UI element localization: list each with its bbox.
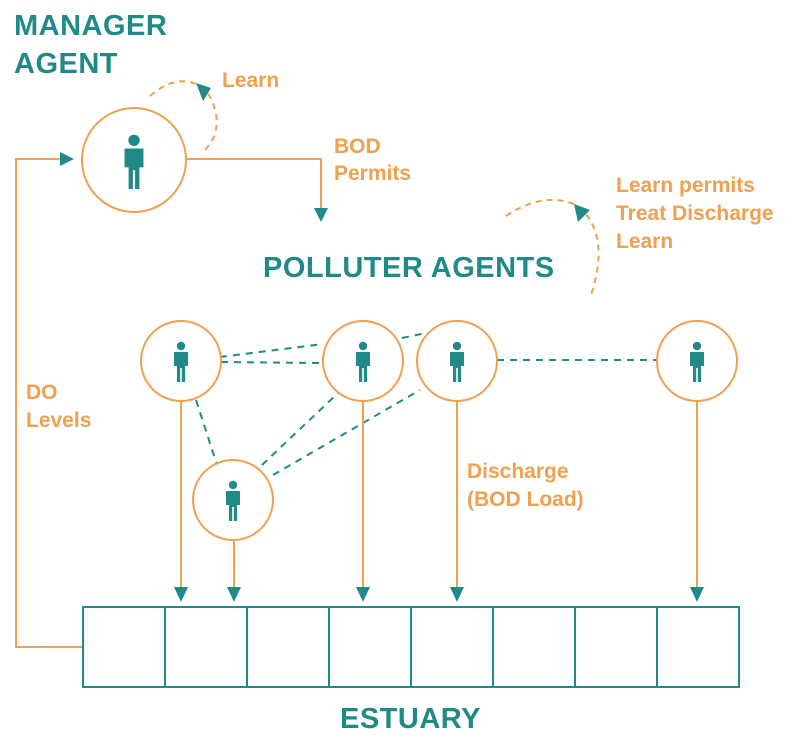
estuary-cell (656, 606, 740, 688)
estuary-cell (82, 606, 166, 688)
do-levels-line2: Levels (26, 409, 92, 432)
polluter-learn-permits-label: Learn permits (616, 174, 755, 197)
estuary-cell (410, 606, 494, 688)
polluter-4-person-icon (690, 341, 704, 382)
polluter-network-links (195, 332, 656, 476)
manager-title-line2: AGENT (14, 48, 118, 80)
manager-person-icon (124, 134, 144, 189)
polluter-learn-label: Learn (616, 230, 674, 253)
discharge-label-line1: Discharge (467, 460, 569, 483)
polluter-learn-arrowhead (574, 204, 590, 222)
polluter-1-person-icon (174, 341, 188, 382)
polluter-agents-title: POLLUTER AGENTS (263, 252, 555, 284)
estuary-cell (328, 606, 412, 688)
manager-title-line1: MANAGER (14, 10, 168, 42)
bod-permits-line (186, 158, 322, 210)
polluter-5-person-icon (226, 480, 240, 521)
bod-label-line1: BOD (334, 135, 381, 158)
do-feedback-line (15, 158, 82, 648)
estuary-cell (246, 606, 330, 688)
estuary-grid (82, 606, 740, 688)
discharge-arrowheads (174, 587, 704, 602)
bod-permits-arrowhead (314, 208, 328, 222)
bod-label-line2: Permits (334, 162, 412, 185)
polluter-treat-discharge-label: Treat Discharge (616, 202, 774, 225)
do-levels-line1: DO (26, 381, 58, 404)
discharge-label-line2: (BOD Load) (467, 488, 584, 511)
manager-learn-arrowhead (196, 83, 211, 101)
discharge-arrows (180, 402, 698, 588)
estuary-cell (492, 606, 576, 688)
estuary-label: ESTUARY (340, 703, 481, 735)
polluter-3-person-icon (450, 341, 464, 382)
do-feedback-arrowhead (60, 152, 74, 166)
estuary-cell (574, 606, 658, 688)
manager-learn-label: Learn (222, 69, 280, 92)
estuary-cell (164, 606, 248, 688)
polluter-2-person-icon (356, 341, 370, 382)
